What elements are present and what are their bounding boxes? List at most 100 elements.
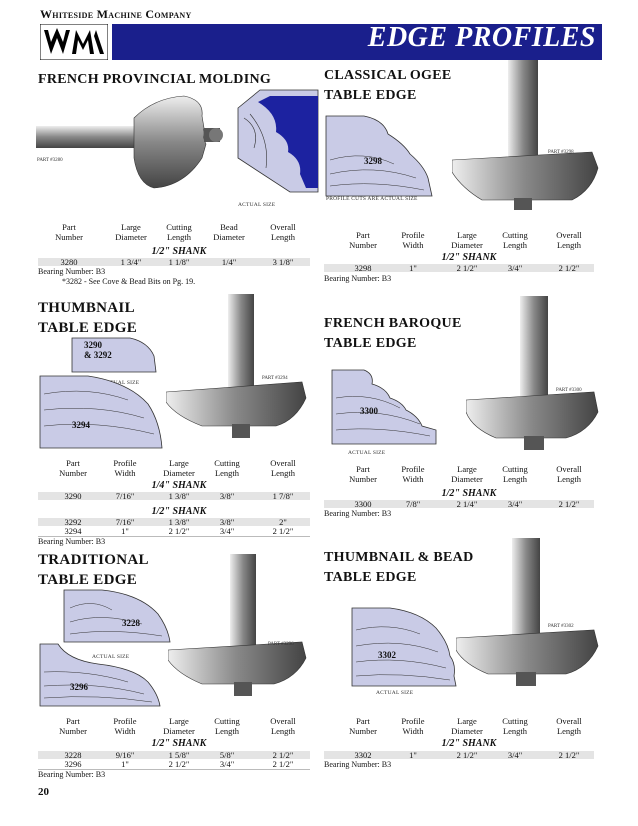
router-bit-3302-image (456, 538, 599, 686)
profile-drawing-3294 (39, 375, 163, 449)
shank-label: 1/2" SHANK (441, 488, 497, 499)
cell-cutting-length: 1 1/8" (168, 257, 190, 267)
col-header-profile-width: Profile Width (113, 458, 137, 478)
title-line-2: TABLE EDGE (324, 336, 417, 351)
profile-drawing-3290-3292 (71, 337, 157, 373)
title-line-1: THUMBNAIL & BEAD (324, 550, 474, 565)
part-label-3294: PART #3294 (262, 376, 288, 381)
profile-number-3290-3292: 3290 & 3292 (84, 340, 112, 360)
cell-overall-length: 2 1/2" (558, 263, 580, 273)
profile-number-3228: 3228 (122, 618, 140, 628)
col-header-cutting-length: Cutting Length (502, 464, 528, 484)
company-logo (40, 24, 108, 60)
shank-label-1-2: 1/2" SHANK (151, 506, 207, 517)
actual-size-label-3296: ACTUAL SIZE (92, 654, 130, 660)
profile-drawing-3296 (39, 643, 161, 707)
cell-profile-width: 1" (121, 526, 129, 536)
cell-large-diameter: 1 3/8" (168, 491, 190, 501)
bearing-number: Bearing Number: B3 (38, 537, 106, 546)
bearing-number: Bearing Number: B3 (38, 770, 106, 779)
cell-profile-width: 7/8" (405, 499, 421, 509)
profile-drawing-3228 (63, 589, 171, 643)
title-line-2: TABLE EDGE (38, 320, 137, 336)
title-line-2: TABLE EDGE (324, 570, 417, 585)
cell-overall-length: 2 1/2" (558, 750, 580, 760)
bearing-number: Bearing Number: B3 (324, 760, 392, 769)
profile-number-3294: 3294 (72, 420, 90, 430)
profile-drawing-3280 (237, 89, 319, 193)
title-line-1: CLASSICAL OGEE (324, 68, 452, 83)
shank-label-1-4: 1/4" SHANK (151, 480, 207, 491)
header-bar (112, 24, 602, 60)
profile-drawing-3298 (325, 115, 433, 197)
section-title-french-provincial: FRENCH PROVINCIAL MOLDING (38, 72, 272, 87)
col-header-overall-length: Overall Length (556, 716, 582, 736)
col-header-overall-length: Overall Length (270, 716, 296, 736)
cell-overall-length: 2 1/2" (272, 750, 294, 760)
col-header-large-diameter: Large Diameter (163, 458, 195, 478)
cell-profile-width: 1" (409, 750, 417, 760)
cell-cutting-length: 3/4" (507, 750, 523, 760)
shank-label: 1/2" SHANK (441, 738, 497, 749)
cell-large-diameter: 2 1/2" (168, 526, 190, 536)
cell-overall-length: 2" (279, 517, 287, 527)
cell-cutting-length: 5/8" (219, 750, 235, 760)
cell-bead-diameter: 1/4" (221, 257, 237, 267)
cell-profile-width: 9/16" (115, 750, 135, 760)
col-header-large-diameter: Large Diameter (451, 230, 483, 250)
title-line-1: THUMBNAIL (38, 300, 135, 316)
col-header-large-diameter: Large Diameter (451, 464, 483, 484)
title-line-2: TABLE EDGE (38, 572, 137, 588)
profile-number-3296: 3296 (70, 682, 88, 692)
cell-large-diameter: 2 1/2" (456, 750, 478, 760)
cell-cutting-length: 3/8" (219, 517, 235, 527)
router-bit-3294-image (166, 294, 307, 438)
profile-number-3298: 3298 (364, 156, 382, 166)
shank-label: 1/2" SHANK (151, 246, 207, 257)
part-label-3302: PART #3302 (548, 624, 574, 629)
col-header-cutting-length: Cutting Length (214, 458, 240, 478)
col-header-cutting-length: Cutting Length (166, 222, 192, 242)
bearing-number: Bearing Number: B3 (324, 274, 392, 283)
col-header-large-diameter: Large Diameter (163, 716, 195, 736)
col-header-part-number: Part Number (349, 716, 377, 736)
section-title-thumbnail: THUMBNAIL TABLE EDGE (38, 298, 137, 338)
cell-cutting-length: 3/8" (219, 491, 235, 501)
cell-overall-length: 3 1/8" (272, 257, 294, 267)
cell-overall-length: 2 1/2" (272, 759, 294, 769)
col-header-overall-length: Overall Length (270, 458, 296, 478)
col-header-part-number: Part Number (59, 716, 87, 736)
profile-number-3300: 3300 (360, 406, 378, 416)
shank-label: 1/2" SHANK (151, 738, 207, 749)
cell-cutting-length: 3/4" (219, 526, 235, 536)
router-bit-3280-image (36, 95, 223, 189)
col-header-large-diameter: Large Diameter (451, 716, 483, 736)
col-header-overall-length: Overall Length (556, 464, 582, 484)
col-header-profile-width: Profile Width (113, 716, 137, 736)
col-header-bead-diameter: Bead Diameter (213, 222, 245, 242)
col-header-part-number: Part Number (349, 230, 377, 250)
col-header-overall-length: Overall Length (270, 222, 296, 242)
col-header-cutting-length: Cutting Length (502, 230, 528, 250)
actual-size-label-3280: ACTUAL SIZE (238, 202, 276, 208)
shank-label: 1/2" SHANK (441, 252, 497, 263)
col-header-profile-width: Profile Width (401, 230, 425, 250)
section-title-traditional: TRADITIONAL TABLE EDGE (38, 550, 149, 590)
page-title: EDGE PROFILES (367, 22, 596, 53)
cell-profile-width: 7/16" (115, 517, 135, 527)
col-header-large-diameter: Large Diameter (115, 222, 147, 242)
bearing-number: Bearing Number: B3 (38, 267, 106, 276)
cell-part: 3290 (64, 491, 82, 501)
profile-drawing-3300 (331, 369, 437, 445)
title-line-1: FRENCH BAROQUE (324, 316, 462, 331)
col-header-part-number: Part Number (349, 464, 377, 484)
part-label-3296: PART #3296 (268, 642, 294, 647)
section-title-thumbnail-bead: THUMBNAIL & BEAD TABLE EDGE (324, 548, 473, 588)
cell-cutting-length: 3/4" (507, 263, 523, 273)
profile-number-3302: 3302 (378, 650, 396, 660)
router-bit-3300-image (466, 296, 599, 450)
col-header-part-number: Part Number (55, 222, 83, 242)
router-bit-3298-image (452, 60, 599, 210)
title-line-2: TABLE EDGE (324, 88, 417, 103)
cell-large-diameter: 1 5/8" (168, 750, 190, 760)
